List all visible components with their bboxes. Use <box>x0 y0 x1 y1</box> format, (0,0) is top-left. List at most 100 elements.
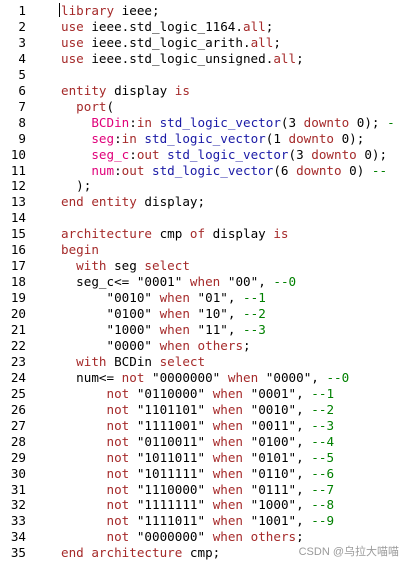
code-token: -- <box>371 162 388 178</box>
code-token: display; <box>136 194 206 210</box>
code-token: when <box>212 385 244 401</box>
code-line[interactable]: 30 not "1011111" when "0110", --6 <box>0 466 407 482</box>
code-line[interactable]: 24 num<= not "0000000" when "0000", --0 <box>0 370 407 386</box>
code-token <box>61 402 107 417</box>
code-token: ); <box>61 178 92 194</box>
code-text: use ieee.std_logic_arith.all; <box>61 35 281 51</box>
code-line[interactable]: 10 seg_c:out std_logic_vector(3 downto 0… <box>0 147 407 163</box>
code-line[interactable]: 17 with seg select <box>0 258 407 274</box>
code-token: "0001" <box>136 274 183 290</box>
code-token: port <box>61 98 107 114</box>
code-token <box>182 274 190 289</box>
code-line[interactable]: 18 seg_c<= "0001" when "00", --0 <box>0 274 407 290</box>
code-line[interactable]: 19 "0010" when "01", --1 <box>0 290 407 306</box>
code-line[interactable]: 5 <box>0 67 407 83</box>
code-line[interactable]: 23 with BCDin select <box>0 354 407 370</box>
code-token: select <box>144 258 190 274</box>
code-token: --1 <box>243 290 266 306</box>
code-token: ieee.std_logic_arith. <box>83 34 251 50</box>
code-line[interactable]: 9 seg:in std_logic_vector(1 downto 0); <box>0 131 407 147</box>
code-token: (3 <box>280 114 304 130</box>
code-line[interactable]: 22 "0000" when others; <box>0 338 407 354</box>
code-token: when <box>212 465 244 481</box>
code-line[interactable]: 14 <box>0 210 407 226</box>
line-number: 32 <box>10 497 26 513</box>
code-line[interactable]: 20 "0100" when "10", --2 <box>0 306 407 322</box>
code-token: out <box>136 146 160 162</box>
code-token <box>205 497 213 512</box>
code-token: seg <box>106 258 145 274</box>
code-text: not "0110000" when "0001", --1 <box>61 385 335 402</box>
code-text: BCDin:in std_logic_vector(3 downto 0); - <box>61 114 395 131</box>
line-number: 23 <box>10 353 26 369</box>
code-token: , <box>227 290 244 306</box>
code-text: not "1011011" when "0101", --5 <box>61 449 335 466</box>
code-line[interactable]: 26 not "1101101" when "0010", --2 <box>0 402 407 418</box>
code-token: ieee.std_logic_unsigned. <box>83 50 274 66</box>
code-token: when <box>159 306 190 322</box>
code-token: downto <box>296 162 342 178</box>
code-line[interactable]: 21 "1000" when "11", --3 <box>0 322 407 338</box>
code-token: (3 <box>288 146 312 162</box>
code-token: with <box>61 258 107 274</box>
code-token <box>190 322 198 337</box>
code-text: entity display is <box>61 83 190 99</box>
code-token <box>205 513 213 528</box>
code-token: "0100" <box>106 306 153 322</box>
code-text: port( <box>61 99 114 115</box>
code-token: - <box>387 114 395 130</box>
code-token <box>243 450 251 465</box>
code-token <box>243 497 251 512</box>
code-token: ; <box>296 50 304 66</box>
code-token: seg_c <box>61 146 130 162</box>
code-token: --3 <box>311 417 335 433</box>
code-token <box>61 306 107 321</box>
code-token: in <box>121 130 137 146</box>
code-token <box>220 370 228 385</box>
code-text: not "1101101" when "0010", --2 <box>61 402 335 418</box>
code-text: num:out std_logic_vector(6 downto 0) -- <box>61 163 387 179</box>
code-line[interactable]: 29 not "1011011" when "0101", --5 <box>0 450 407 466</box>
code-token: end <box>61 545 84 561</box>
code-line[interactable]: 33 not "1111011" when "1001", --9 <box>0 513 407 529</box>
code-text: not "1111111" when "1000", --8 <box>61 497 335 513</box>
code-line[interactable]: 12 ); <box>0 178 407 194</box>
code-token <box>61 338 107 353</box>
code-token: not <box>106 417 130 433</box>
code-token: use <box>61 34 84 50</box>
code-token: (6 <box>273 162 297 178</box>
code-token: --6 <box>311 465 335 481</box>
code-token: ; <box>265 18 274 34</box>
code-token: : <box>114 162 122 178</box>
code-line[interactable]: 28 not "0110011" when "0100", --4 <box>0 434 407 450</box>
code-line[interactable]: 34 not "0000000" when others; <box>0 529 407 545</box>
code-line[interactable]: 7 port( <box>0 99 407 115</box>
code-token: "0110011" <box>136 433 206 449</box>
code-line[interactable]: 11 num:out std_logic_vector(6 downto 0) … <box>0 163 407 179</box>
code-token: --0 <box>326 369 350 385</box>
code-token: when <box>227 369 259 385</box>
code-token: , <box>296 449 312 465</box>
csdn-watermark: CSDN @乌拉大喵喵 <box>296 542 401 560</box>
line-number: 18 <box>10 274 26 290</box>
code-line[interactable]: 8 BCDin:in std_logic_vector(3 downto 0);… <box>0 115 407 131</box>
code-line[interactable]: 27 not "1111001" when "0011", --3 <box>0 418 407 434</box>
code-line[interactable]: 32 not "1111111" when "1000", --8 <box>0 497 407 513</box>
code-token: "0010" <box>106 290 153 306</box>
code-token <box>152 322 160 337</box>
code-line[interactable]: 31 not "1110000" when "0111", --7 <box>0 482 407 498</box>
code-token <box>61 418 107 433</box>
code-line[interactable]: 25 not "0110000" when "0001", --1 <box>0 386 407 402</box>
code-token: all <box>242 18 266 34</box>
code-token <box>61 450 107 465</box>
